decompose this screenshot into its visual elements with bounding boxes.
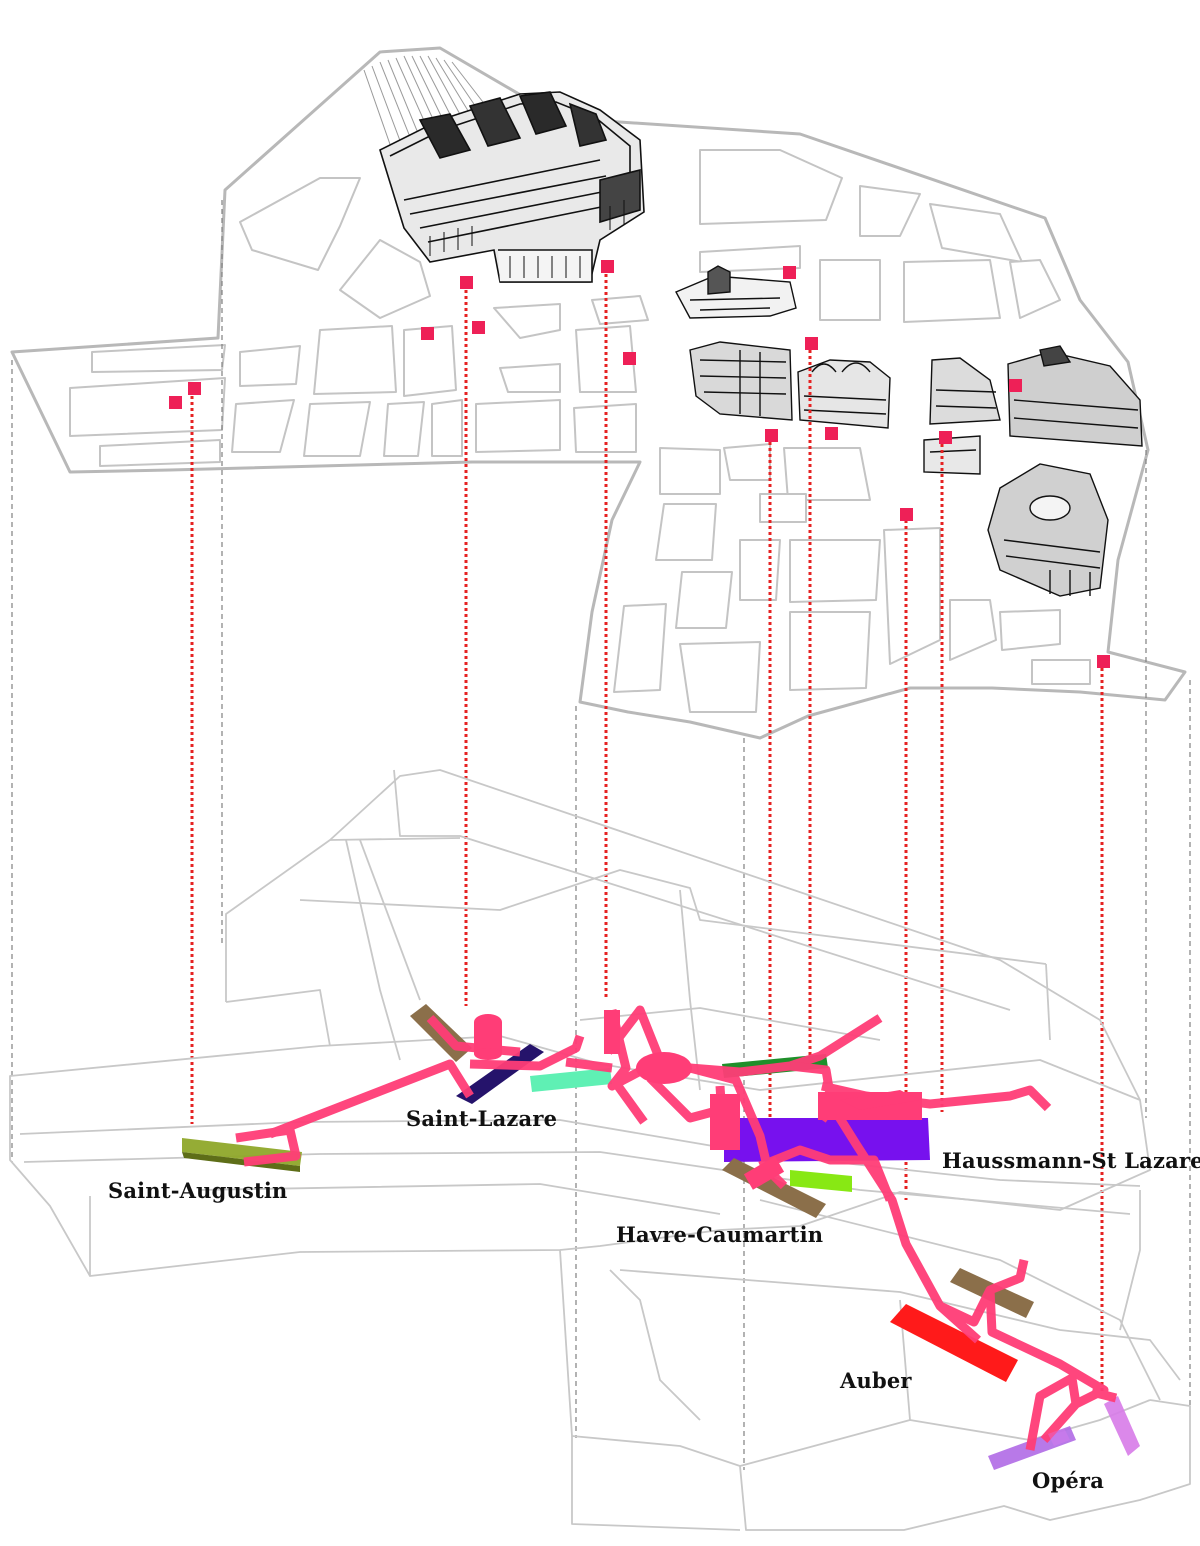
line-block-opera-2 bbox=[1104, 1396, 1140, 1456]
station-label-havre-caumartin: Havre-Caumartin bbox=[616, 1222, 823, 1247]
station-label-opera: Opéra bbox=[1032, 1468, 1104, 1493]
line-block-lime bbox=[790, 1170, 852, 1192]
station-label-saint-augustin: Saint-Augustin bbox=[108, 1178, 288, 1203]
building-sketch-3 bbox=[798, 360, 890, 428]
station-label-saint-lazare: Saint-Lazare bbox=[406, 1106, 557, 1131]
station-label-haussmann-st-lazare: Haussmann-St Lazare bbox=[942, 1148, 1200, 1173]
street-map bbox=[12, 48, 1185, 738]
station-label-auber: Auber bbox=[840, 1368, 912, 1393]
line-block-lazare-mint bbox=[530, 1068, 612, 1092]
